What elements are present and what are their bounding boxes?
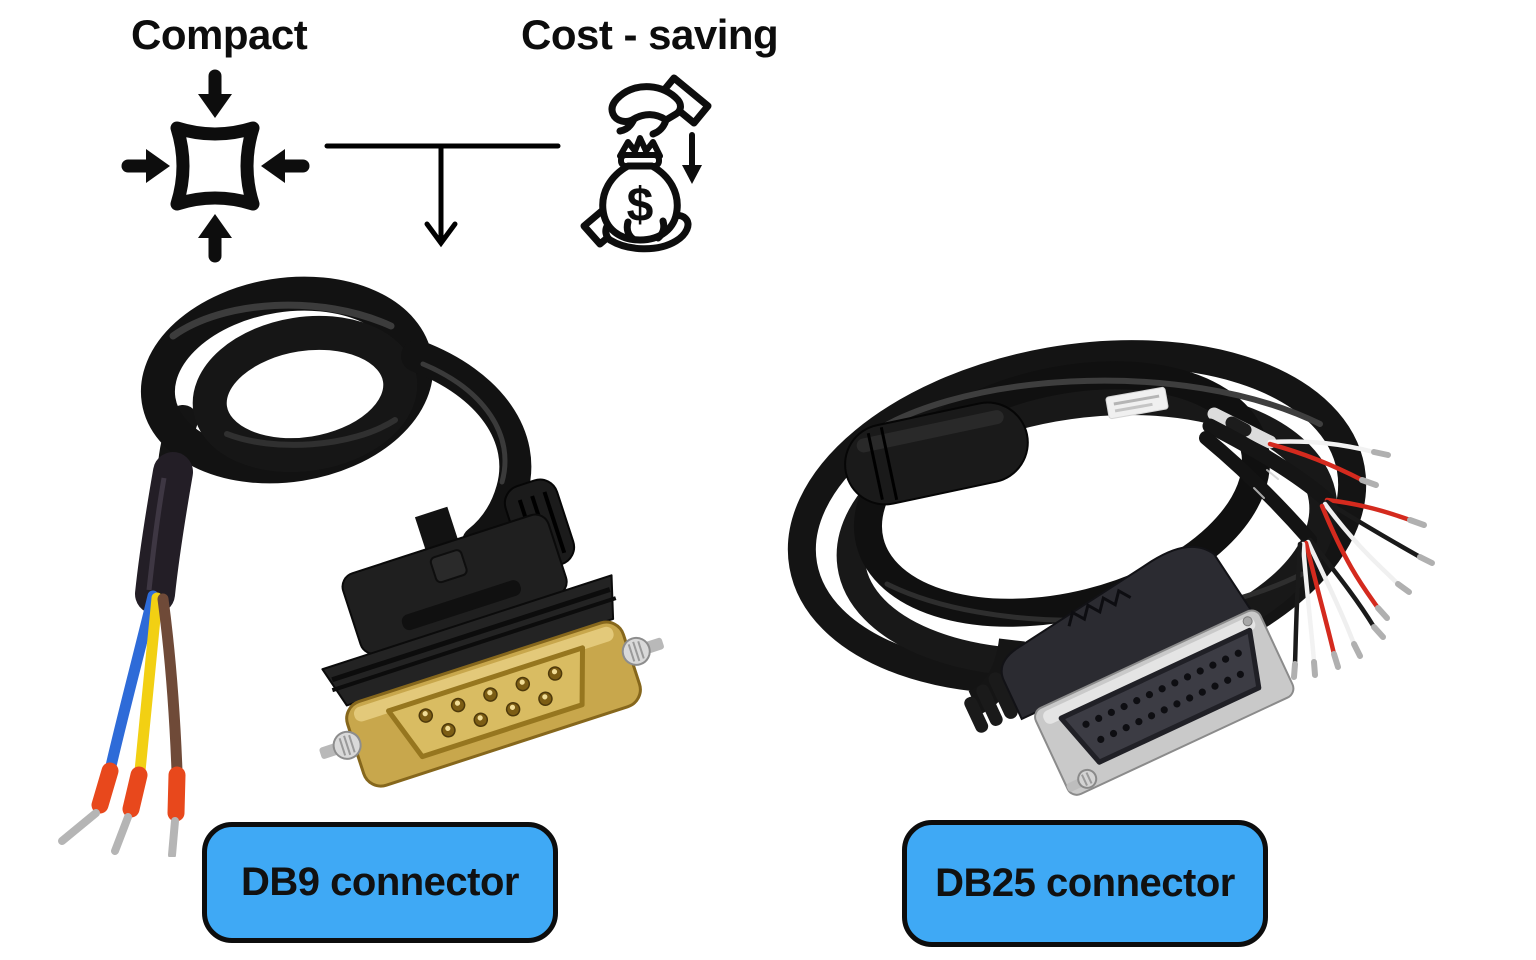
sleeve-black	[1199, 431, 1317, 547]
wire-black	[1292, 541, 1303, 667]
wire-black	[1307, 537, 1377, 630]
db9-breakout-wires	[58, 590, 186, 857]
top-hand	[608, 83, 684, 125]
db25-label-text: DB25 connector	[935, 861, 1235, 905]
ferrule-icon	[167, 766, 186, 822]
wire-tips	[1291, 449, 1435, 680]
wire-tip	[58, 809, 100, 845]
wire-red	[1303, 540, 1337, 657]
ferrule-icon	[91, 762, 119, 814]
db9-screw-right	[621, 636, 664, 666]
cable-label	[1105, 386, 1169, 420]
ferrule-icon	[122, 766, 148, 818]
db9-coiled-cable	[140, 276, 532, 558]
backshell	[1000, 545, 1254, 721]
wire-yellow	[134, 592, 163, 777]
cost-saving-feature-label: Cost - saving	[521, 11, 779, 58]
socket-holes	[1082, 649, 1244, 744]
sleeve-black	[1202, 418, 1335, 508]
wire-white	[1267, 439, 1377, 455]
db9-label-text: DB9 connector	[241, 860, 520, 904]
db9-cable-photo	[58, 276, 664, 857]
wire-white	[1322, 501, 1401, 587]
wire-brown	[157, 593, 183, 777]
db9-heatshrink-sleeve	[135, 452, 193, 614]
wire-tip	[111, 813, 132, 855]
hands-money-bag-icon: $	[580, 74, 712, 253]
db25-wire-bundle	[1199, 407, 1435, 680]
wire-black	[1324, 499, 1423, 560]
db25-molded-junction	[844, 401, 1029, 506]
wire-white	[1300, 541, 1317, 665]
wire-white	[1305, 539, 1357, 647]
t-connector-line-down-arrow	[324, 143, 561, 248]
db9-label-badge: DB9 connector	[202, 822, 558, 943]
screw-hole	[1242, 616, 1253, 627]
db25-cable-photo	[787, 340, 1435, 796]
hood-emblem	[429, 549, 468, 584]
db25-connector	[964, 545, 1295, 796]
wire-blue	[105, 590, 159, 772]
socket-recess	[1058, 627, 1262, 765]
db9-screw-left	[319, 730, 362, 760]
db25-screw	[1066, 768, 1098, 792]
wire-red	[1267, 441, 1365, 483]
money-bag-tie	[617, 135, 663, 159]
compact-feature-label: Compact	[131, 11, 308, 58]
db9-connector	[319, 478, 664, 788]
money-bag	[599, 162, 681, 244]
dollar-sign: $	[627, 179, 654, 232]
strain-ribs	[964, 672, 1018, 733]
wire-red	[1319, 503, 1381, 611]
wire-red	[1324, 497, 1413, 523]
db25-label-badge: DB25 connector	[902, 820, 1268, 947]
compress-arrows-icon	[121, 69, 310, 263]
wire-tip	[168, 817, 179, 857]
